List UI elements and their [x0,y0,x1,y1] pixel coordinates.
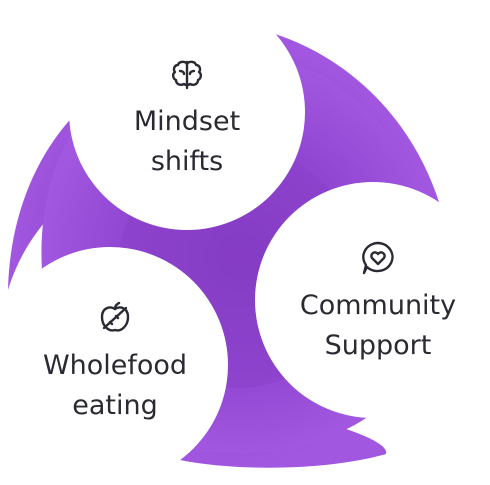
mindset-node-circle [69,0,305,230]
mindset-label-line1: Mindset [133,106,241,137]
wholefood-label: Wholefood eating [43,346,187,426]
community-label-line1: Community [299,290,457,321]
mindset-node: Mindset shifts [97,38,277,198]
heart-chat-icon [362,241,394,275]
wholefood-node-circle [0,247,228,483]
community-node-circle [255,182,490,418]
wholefood-label-line1: Wholefood [42,350,188,381]
community-label: Community Support [300,286,456,366]
apple-icon [100,301,130,332]
community-node: Community Support [268,222,488,382]
wholefood-node: Wholefood eating [10,282,220,442]
mindset-label-line2: shifts [150,146,224,177]
wholefood-label-line2: eating [72,390,158,421]
brain-icon [172,60,202,90]
community-label-line2: Support [324,330,432,361]
mindset-label: Mindset shifts [134,102,240,182]
